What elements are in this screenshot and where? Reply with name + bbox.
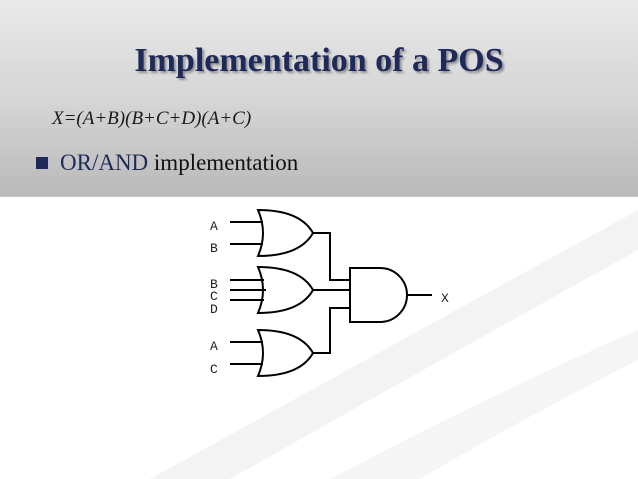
slide-title: Implementation of a POS — [134, 42, 504, 79]
bullet-highlight: OR/AND — [60, 150, 149, 175]
or-gate-3 — [256, 328, 315, 378]
bullet-text: OR/AND implementation — [60, 150, 298, 176]
bullet-square-icon — [36, 157, 48, 169]
label-output: X — [441, 291, 449, 306]
or-gate-2 — [256, 265, 315, 315]
bullet-rest: implementation — [148, 150, 299, 175]
bullet-item: OR/AND implementation — [36, 150, 298, 176]
equation: X=(A+B)(B+C+D)(A+C) — [52, 108, 252, 129]
label-g2-c: C — [210, 289, 218, 304]
label-g1-a: A — [210, 219, 218, 234]
label-g1-b: B — [210, 241, 218, 256]
wire-g3-to-and — [313, 307, 350, 354]
label-g3-c: C — [210, 362, 218, 377]
or-gate-1 — [256, 208, 315, 258]
label-g2-b: B — [210, 277, 218, 292]
wire-g1-to-and — [313, 232, 350, 281]
label-g3-a: A — [210, 339, 218, 354]
label-g2-d: D — [210, 302, 218, 317]
and-gate — [349, 267, 408, 323]
